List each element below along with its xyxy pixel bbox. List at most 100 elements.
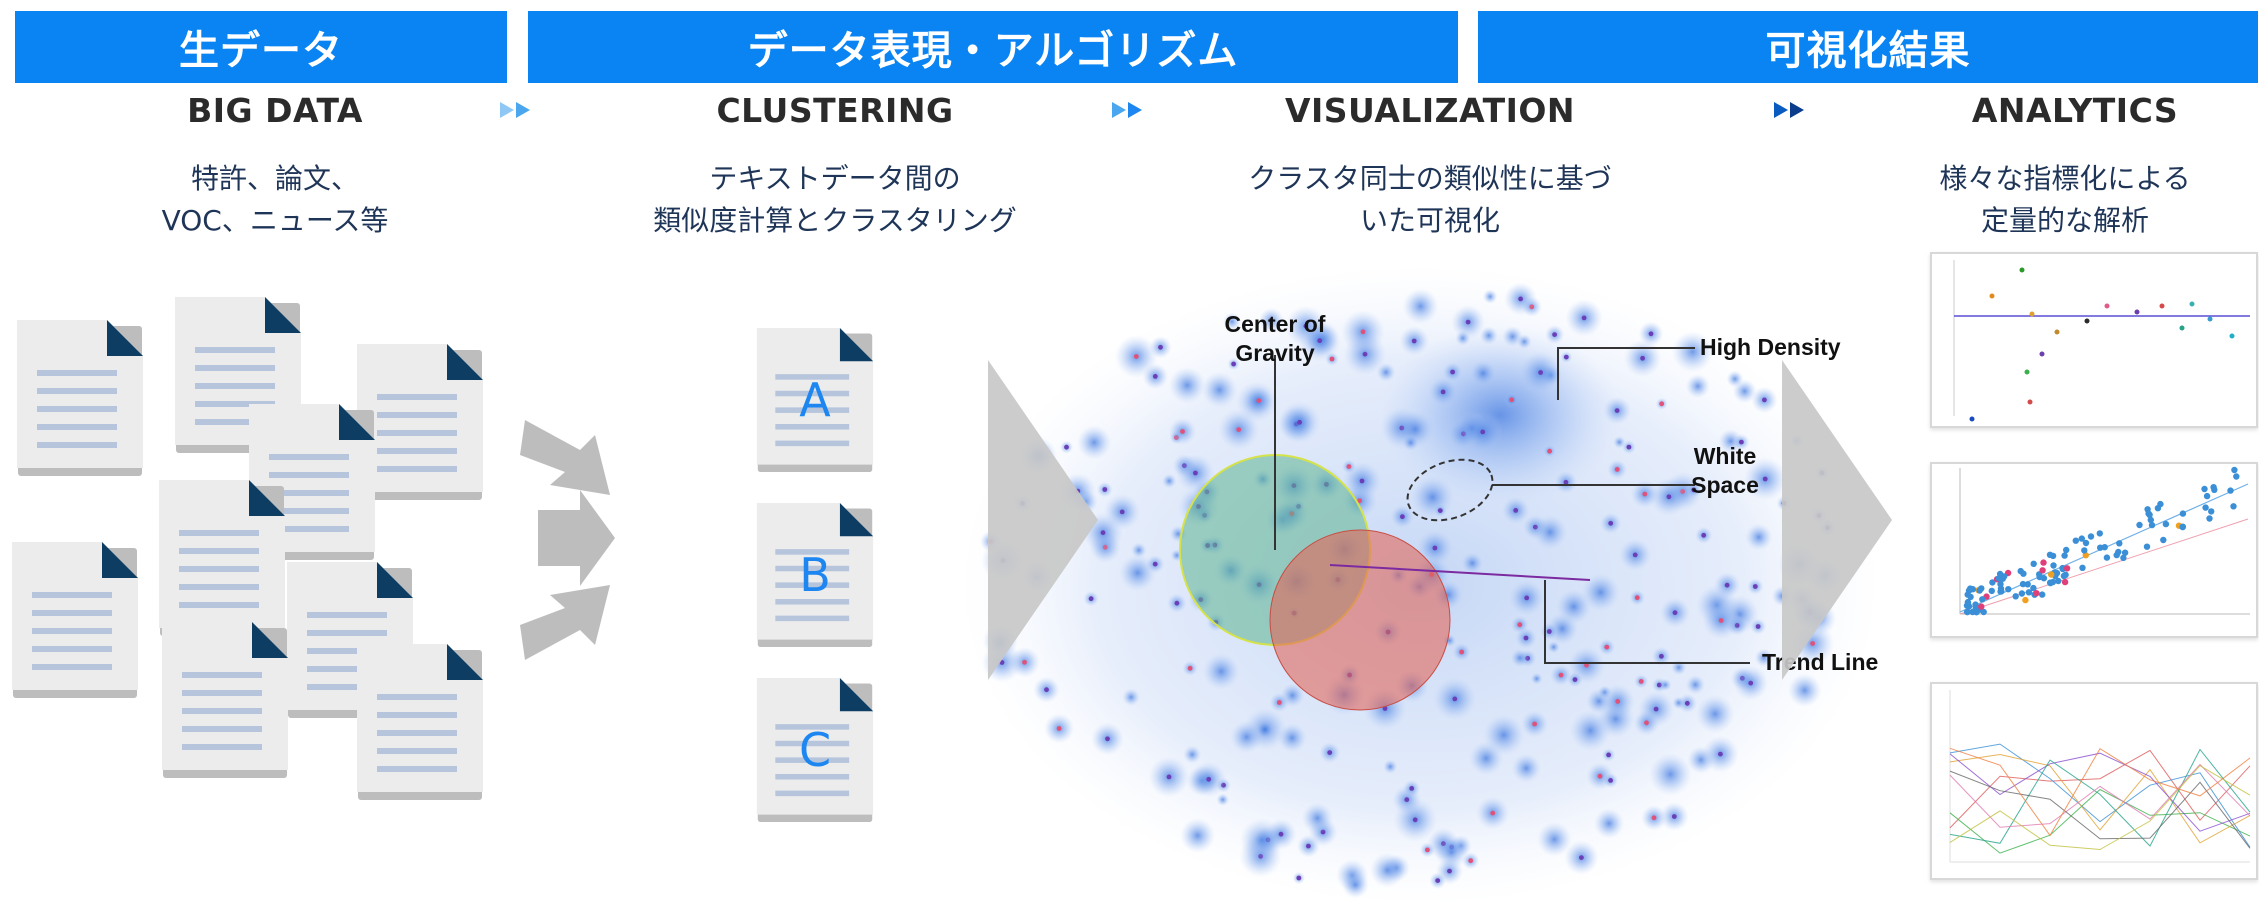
cluster-node (1359, 478, 1365, 484)
cluster-label-a: A (799, 373, 831, 427)
cluster-node (1152, 561, 1158, 567)
cluster-node (1044, 687, 1049, 693)
gather-arrows-icon (520, 420, 615, 660)
regression-point (2179, 510, 2187, 517)
regression-point (1963, 608, 1971, 616)
cluster-node (1022, 659, 1027, 665)
regression-point (1995, 575, 2002, 582)
cluster-node (1691, 487, 1697, 493)
cluster-label-b: B (799, 548, 831, 602)
cluster-node (1524, 595, 1530, 601)
cluster-node (1064, 444, 1069, 450)
regression-point (2072, 537, 2079, 544)
cluster-node (1180, 429, 1185, 434)
cluster-node (1538, 370, 1543, 375)
cluster-blob (1455, 330, 1471, 346)
cluster-blob (1076, 425, 1112, 460)
regression-point (1988, 587, 1995, 595)
cluster-node (1648, 331, 1654, 337)
trend-series-line (1949, 749, 2251, 829)
cluster-node (1653, 706, 1659, 712)
cluster-blob (1180, 818, 1216, 854)
regression-point (2040, 559, 2047, 566)
regression-point (2227, 487, 2234, 494)
regression-point (1978, 603, 1985, 610)
cluster-node (1626, 444, 1632, 450)
regression-point (2211, 486, 2218, 493)
cluster-node (1762, 397, 1767, 403)
regression-point (2061, 578, 2069, 586)
cluster-node (1412, 817, 1418, 823)
regression-point (2005, 586, 2012, 593)
cluster-node (1152, 374, 1158, 379)
cluster-blob (1202, 652, 1240, 690)
cluster-blob (1695, 694, 1735, 734)
cluster-node (1563, 354, 1569, 360)
cluster-node (1268, 317, 1274, 323)
cluster-node (1158, 344, 1163, 350)
cluster-node (1425, 847, 1430, 853)
step-big-data: BIG DATA (187, 90, 363, 130)
regression-point (2012, 593, 2019, 600)
document-icon (15, 318, 145, 478)
cluster-node (1509, 397, 1515, 403)
trend-lines (1949, 743, 2251, 854)
cluster-node (1411, 338, 1417, 344)
regression-point (2147, 516, 2154, 524)
cluster-doc-c: C (755, 675, 875, 825)
cluster-node (1317, 338, 1323, 344)
desc-analytics: 様々な指標化による 定量的な解析 (1939, 162, 2191, 237)
header-representation-label: データ表現・アルゴリズム (747, 28, 1239, 74)
regression-point (2060, 572, 2068, 580)
cluster-node (1400, 514, 1405, 520)
cluster-node (1187, 665, 1193, 671)
cluster-node (1306, 843, 1311, 849)
cluster-blob (1685, 674, 1706, 695)
regression-point (2048, 571, 2055, 578)
step-analytics: ANALYTICS (1971, 90, 2179, 130)
cluster-doc-a: A (755, 325, 875, 475)
analytics-panel-lines (1930, 682, 2258, 880)
regression-point (2230, 503, 2237, 510)
document-icon (157, 478, 287, 638)
cluster-node (1450, 369, 1455, 375)
cluster-node (1174, 600, 1180, 606)
cluster-blob (1510, 648, 1530, 668)
trend-series-line (1949, 748, 2251, 847)
cluster-node (1748, 680, 1754, 686)
cluster-blob (1479, 326, 1498, 345)
cluster-blob (1482, 289, 1498, 304)
cluster-node (1447, 868, 1452, 874)
regression-point (2136, 521, 2143, 529)
leader-line-trend (1544, 580, 1750, 664)
cluster-blob (1482, 714, 1525, 756)
cluster-node (1644, 720, 1649, 726)
cluster-blob (1649, 752, 1692, 796)
analytics-panel-scatter (1930, 252, 2258, 428)
cluster-blob (1461, 552, 1484, 575)
regression-point (2082, 552, 2089, 559)
cluster-node (1360, 329, 1366, 335)
trend-series-line (1949, 753, 2251, 844)
regression-point (2055, 577, 2062, 585)
regression-point (2046, 551, 2054, 558)
cluster-blob (1168, 366, 1206, 404)
cluster-node (1432, 545, 1438, 551)
cluster-blob (1216, 793, 1230, 806)
cluster-node (1672, 610, 1678, 616)
cluster-node (1435, 878, 1441, 883)
trend-series-line (1949, 770, 2251, 849)
cluster-node (1296, 875, 1302, 881)
cluster-node (1276, 700, 1282, 705)
cluster-node (1659, 653, 1664, 659)
cluster-node (1459, 649, 1465, 655)
regression-point (2039, 567, 2046, 574)
cluster-node (1256, 398, 1262, 403)
cluster-blob (1201, 371, 1238, 408)
cluster-blob (1532, 514, 1568, 550)
regression-point (1980, 608, 1987, 616)
cluster-blob (1726, 370, 1744, 388)
cluster-node (1236, 427, 1242, 432)
regression-point (2033, 590, 2040, 597)
cluster-doc-b: B (755, 500, 875, 650)
